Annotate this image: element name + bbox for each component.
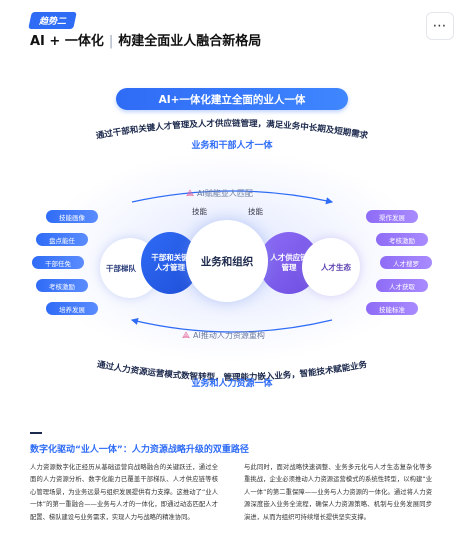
diagram-banner: AI+一体化建立全面的业人一体 xyxy=(116,88,348,110)
top-arrow-arc xyxy=(131,190,334,205)
enabler-left: 技能 xyxy=(192,207,207,216)
talent-ecosystem-circle: 人才生态 xyxy=(302,238,360,296)
left-pill-2: 盘点能任 xyxy=(36,233,88,246)
left-paragraph: 人力资源数字化正经历从基础运营向战略融合的关键跃迁，通过全面的人力资源分析、数字… xyxy=(30,464,218,521)
diagram-curves: 通过干部和关键人才管理及人才供应链管理，满足业务中长期及短期需求 通过人力资源运… xyxy=(95,118,369,383)
section-divider xyxy=(30,432,42,434)
left-pill-4: 考核激励 xyxy=(36,279,88,292)
title-left: AI + 一体化 xyxy=(30,34,104,49)
right-pill-3: 人才搜罗 xyxy=(380,256,432,269)
enabler-right: 技能 xyxy=(248,207,263,216)
right-pill-2: 考核激励 xyxy=(376,233,428,246)
right-pill-5: 技能标准 xyxy=(366,302,418,315)
right-pill-4: 人才获取 xyxy=(376,279,428,292)
trend-tag: 趋势二 xyxy=(28,12,77,29)
more-options-button[interactable]: ⋯ xyxy=(426,12,454,40)
top-label: 业务和干部人才一体 xyxy=(191,141,273,151)
right-pill-1: 渠作发展 xyxy=(366,210,418,223)
more-icon: ⋯ xyxy=(432,18,448,34)
bottom-label: 业务和人力资源一体 xyxy=(191,379,273,389)
integration-diagram: 通过干部和关键人才管理及人才供应链管理，满足业务中长期及短期需求 通过人力资源运… xyxy=(22,72,442,404)
right-paragraph: 与此同时，面对战略快速调整、业务多元化与人才生态复杂化等多重挑战，企业必须推动人… xyxy=(244,464,432,521)
page-title: AI + 一体化 | 构建全面业人融合新格局 xyxy=(30,30,261,49)
bottom-arrow-arc xyxy=(130,317,333,333)
left-pill-1: 技能画像 xyxy=(46,210,98,223)
ai-bottom-label: ⟁AI推动人力资源重构 xyxy=(182,330,265,341)
ai-sparkle-icon: ⟁ xyxy=(186,188,195,199)
ai-top-label: ⟁AI赋能业人匹配 xyxy=(186,188,253,199)
left-pill-5: 培养发展 xyxy=(46,302,98,315)
title-separator: | xyxy=(108,34,114,49)
ai-sparkle-icon: ⟁ xyxy=(182,330,191,341)
section-title: 数字化驱动“业人一体”：人力资源战略升级的双重路径 xyxy=(30,445,249,455)
business-organization-circle: 业务和组织 xyxy=(186,220,268,302)
title-right: 构建全面业人融合新格局 xyxy=(118,34,262,49)
left-pill-3: 干部任免 xyxy=(32,256,84,269)
